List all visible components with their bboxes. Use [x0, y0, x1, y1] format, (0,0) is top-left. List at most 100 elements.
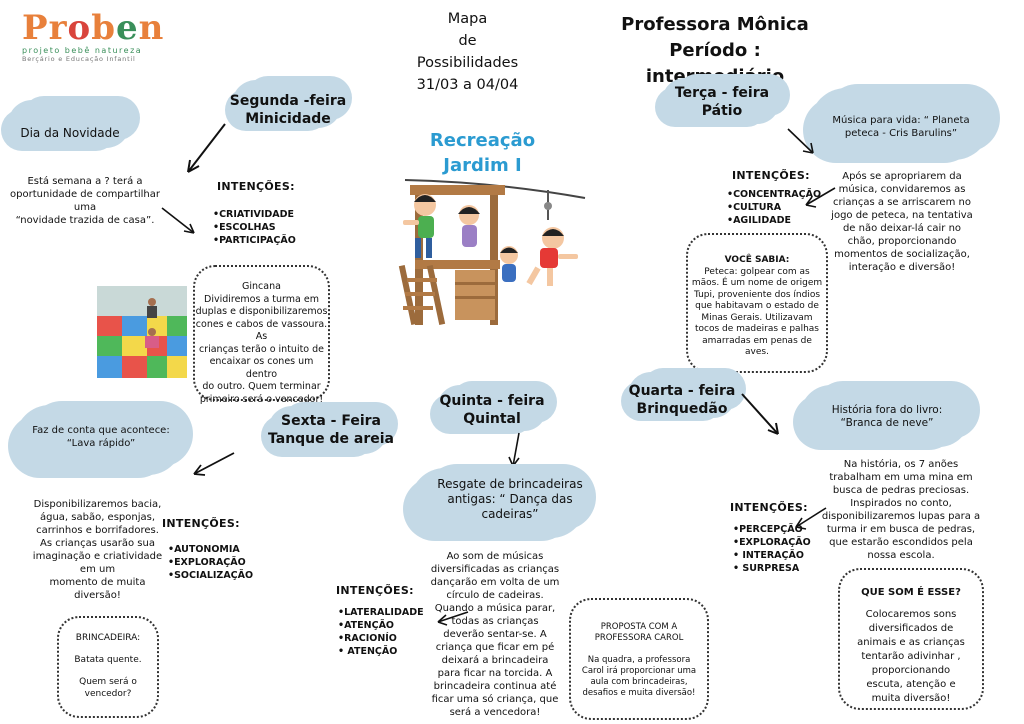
desc-line: em um	[79, 564, 116, 575]
intencao-item: •CONCENTRAÇÃO	[727, 189, 822, 200]
box-line: Colocaremos sons	[865, 609, 957, 620]
desc-line: brincadeira continua até	[433, 681, 557, 692]
box-line	[571, 644, 707, 655]
quarta-activity-line: “Branca de neve”	[840, 417, 934, 429]
sexta-activity-line: Faz de conta que acontece:	[32, 425, 170, 436]
sexta-day-cloud	[268, 406, 388, 454]
quinta-activity-line: cadeiras”	[481, 507, 539, 521]
sexta-activity-line: “Lava rápido”	[66, 438, 136, 449]
segunda-desc-line: oportunidade de compartilhar uma	[10, 189, 160, 213]
box-line	[59, 644, 157, 654]
logo-letter: n	[138, 8, 165, 48]
quarta-intencoes-list: •PERCEPÇÃO •EXPLORAÇÃO • INTERAÇÃO • SUR…	[733, 523, 811, 575]
segunda-arrow-2	[161, 207, 195, 234]
desc-line: momentos de socialização,	[834, 249, 970, 260]
terca-intencoes-title: INTENÇÕES:	[732, 169, 810, 182]
desc-line: nossa escola.	[867, 550, 935, 561]
segunda-activity-cloud	[8, 100, 130, 148]
quarta-description: Na história, os 7 anões trabalham em uma…	[818, 458, 984, 562]
center-title-line2: Jardim I	[443, 155, 522, 176]
desc-line: jogo de peteca, na tentativa	[831, 210, 973, 221]
quinta-day-name: Quinta - feira	[439, 393, 545, 409]
terca-day-cloud	[662, 78, 780, 124]
intencao-item: • SURPRESA	[733, 563, 800, 574]
intencao-item: • INTERAÇÃO	[733, 550, 804, 561]
sexta-activity-title: Faz de conta que acontece: “Lava rápido”	[18, 424, 184, 450]
box-line: crianças terão o intuito de	[198, 343, 325, 355]
header-possibilidades: Possibilidades	[416, 55, 519, 71]
intencao-item: •LATERALIDADE	[338, 607, 424, 618]
quarta-day-cloud	[628, 372, 736, 418]
quinta-day-label: Quinta - feira Quintal	[432, 392, 552, 428]
quarta-place: Brinquedão	[636, 401, 728, 417]
sexta-description: Disponibilizaremos bacia, água, sabão, e…	[20, 498, 175, 602]
desc-line: música, convidaremos as	[838, 184, 966, 195]
box-line: BRINCADEIRA:	[75, 633, 141, 643]
intencao-item: •PARTICIPAÇÃO	[213, 235, 296, 246]
segunda-day-name: Segunda -feira	[229, 93, 347, 109]
desc-line: Ao som de músicas	[446, 551, 544, 562]
terca-description: Após se apropriarem da música, convidare…	[822, 170, 982, 274]
desc-line: de não deixar-lá cair no	[842, 223, 962, 234]
segunda-arrow-1	[187, 123, 226, 173]
quinta-place: Quintal	[463, 411, 521, 427]
quinta-day-cloud	[437, 385, 547, 431]
desc-line: dançarão em volta de um	[430, 577, 560, 588]
quinta-description: Ao som de músicas diversificadas as cria…	[420, 550, 570, 719]
sexta-intencoes-title: INTENÇÕES:	[162, 517, 240, 530]
box-title: QUE SOM É ESSE?	[861, 587, 961, 598]
segunda-desc-line: Está semana a ? terá a	[27, 176, 143, 187]
terca-voce-sabia-box: VOCÊ SABIA: Peteca: golpear com as mãos.…	[686, 233, 828, 373]
intencao-item: •AGILIDADE	[727, 215, 791, 226]
intencao-item: • ATENÇÃO	[338, 646, 398, 657]
header-de: de	[458, 33, 477, 49]
header-dates: 31/03 a 04/04	[416, 77, 519, 93]
desc-line: trabalham em uma mina em	[829, 472, 973, 483]
box-title: Gincana	[242, 281, 281, 292]
desc-line: para ficar na torcida. A	[437, 668, 553, 679]
box-line: aula com brincadeiras,	[590, 677, 688, 687]
box-line: proporcionando	[871, 665, 951, 676]
box-line: cones e cabos de vassoura. As	[195, 318, 328, 343]
sexta-day-label: Sexta - Feira Tanque de areia	[266, 412, 396, 448]
terca-day-name: Terça - feira	[674, 85, 770, 101]
quinta-activity-line: Resgate de brincadeiras	[437, 477, 583, 491]
box-line: vencedor?	[84, 689, 132, 699]
box-line: Minas Gerais. Utilizavam	[701, 312, 813, 323]
sexta-intencoes-list: •AUTONOMIA •EXPLORAÇÃO •SOCIALIZAÇÃO	[168, 543, 253, 582]
quarta-activity-line: História fora do livro:	[831, 404, 943, 416]
desc-line: será a vencedora!	[449, 707, 541, 718]
box-line: que habitavam o estado de	[695, 301, 819, 311]
quarta-day-name: Quarta - feira	[628, 383, 736, 399]
logo-letter: o	[67, 8, 92, 48]
segunda-day-cloud	[232, 80, 342, 128]
intencao-item: •CULTURA	[727, 202, 782, 213]
intencao-item: •SOCIALIZAÇÃO	[168, 570, 254, 581]
box-line: desafios e muita diversão!	[582, 688, 696, 698]
desc-line: imaginação e criatividade	[32, 551, 163, 562]
quarta-que-som-box: QUE SOM É ESSE? Colocaremos sons diversi…	[838, 568, 984, 710]
desc-line: criança que ficar em pé	[435, 642, 555, 653]
quarta-day-label: Quarta - feira Brinquedão	[622, 382, 742, 418]
desc-line: ficar uma só criança, que	[431, 694, 559, 705]
intencao-item: •EXPLORAÇÃO	[168, 557, 246, 568]
center-title: Recreação Jardim I	[415, 128, 550, 178]
segunda-description: Está semana a ? terá a oportunidade de c…	[0, 175, 170, 227]
terca-day-label: Terça - feira Pátio	[660, 84, 784, 120]
desc-line: círculo de cadeiras.	[446, 590, 544, 601]
quarta-activity-cloud	[800, 385, 970, 447]
segunda-gincana-box: Gincana Dividiremos a turma em duplas e …	[193, 265, 330, 405]
box-line: Batata quente.	[74, 655, 142, 665]
sexta-brincadeira-box: BRINCADEIRA: Batata quente. Quem será o …	[57, 616, 159, 718]
desc-line: turma ir em busca de pedras,	[826, 524, 976, 535]
teacher-name: Professora Mônica	[621, 14, 809, 35]
box-line: duplas e disponibilizaremos	[195, 306, 328, 317]
box-title: VOCÊ SABIA:	[724, 255, 790, 265]
header-title-block: Mapa de Possibilidades 31/03 a 04/04	[400, 8, 535, 96]
terca-arrow-2	[805, 187, 836, 208]
box-line: amarradas em penas de	[702, 335, 812, 346]
segunda-place: Minicidade	[245, 111, 331, 127]
box-line: tocos de madeiras e palhas	[695, 324, 819, 334]
logo-letter: e	[115, 8, 139, 48]
intencao-item: •CRIATIVIDADE	[213, 209, 295, 220]
